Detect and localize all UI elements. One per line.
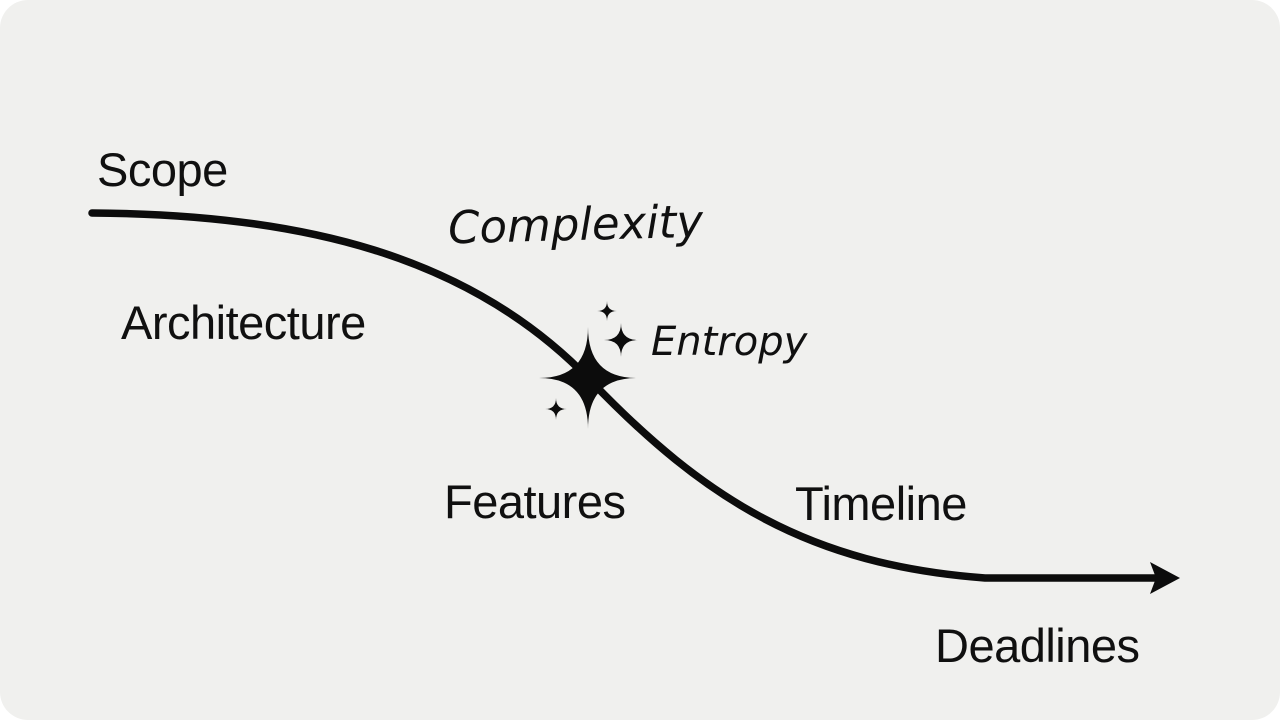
- label-timeline: Timeline: [795, 477, 967, 530]
- sparkle-icon: [539, 301, 638, 429]
- label-complexity: Complexity: [447, 194, 704, 255]
- label-scope: Scope: [97, 143, 228, 196]
- label-architecture: Architecture: [121, 296, 366, 349]
- arrowhead-icon: [1150, 562, 1180, 594]
- label-features: Features: [444, 475, 626, 528]
- label-deadlines: Deadlines: [935, 619, 1140, 672]
- label-entropy: Entropy: [651, 319, 808, 365]
